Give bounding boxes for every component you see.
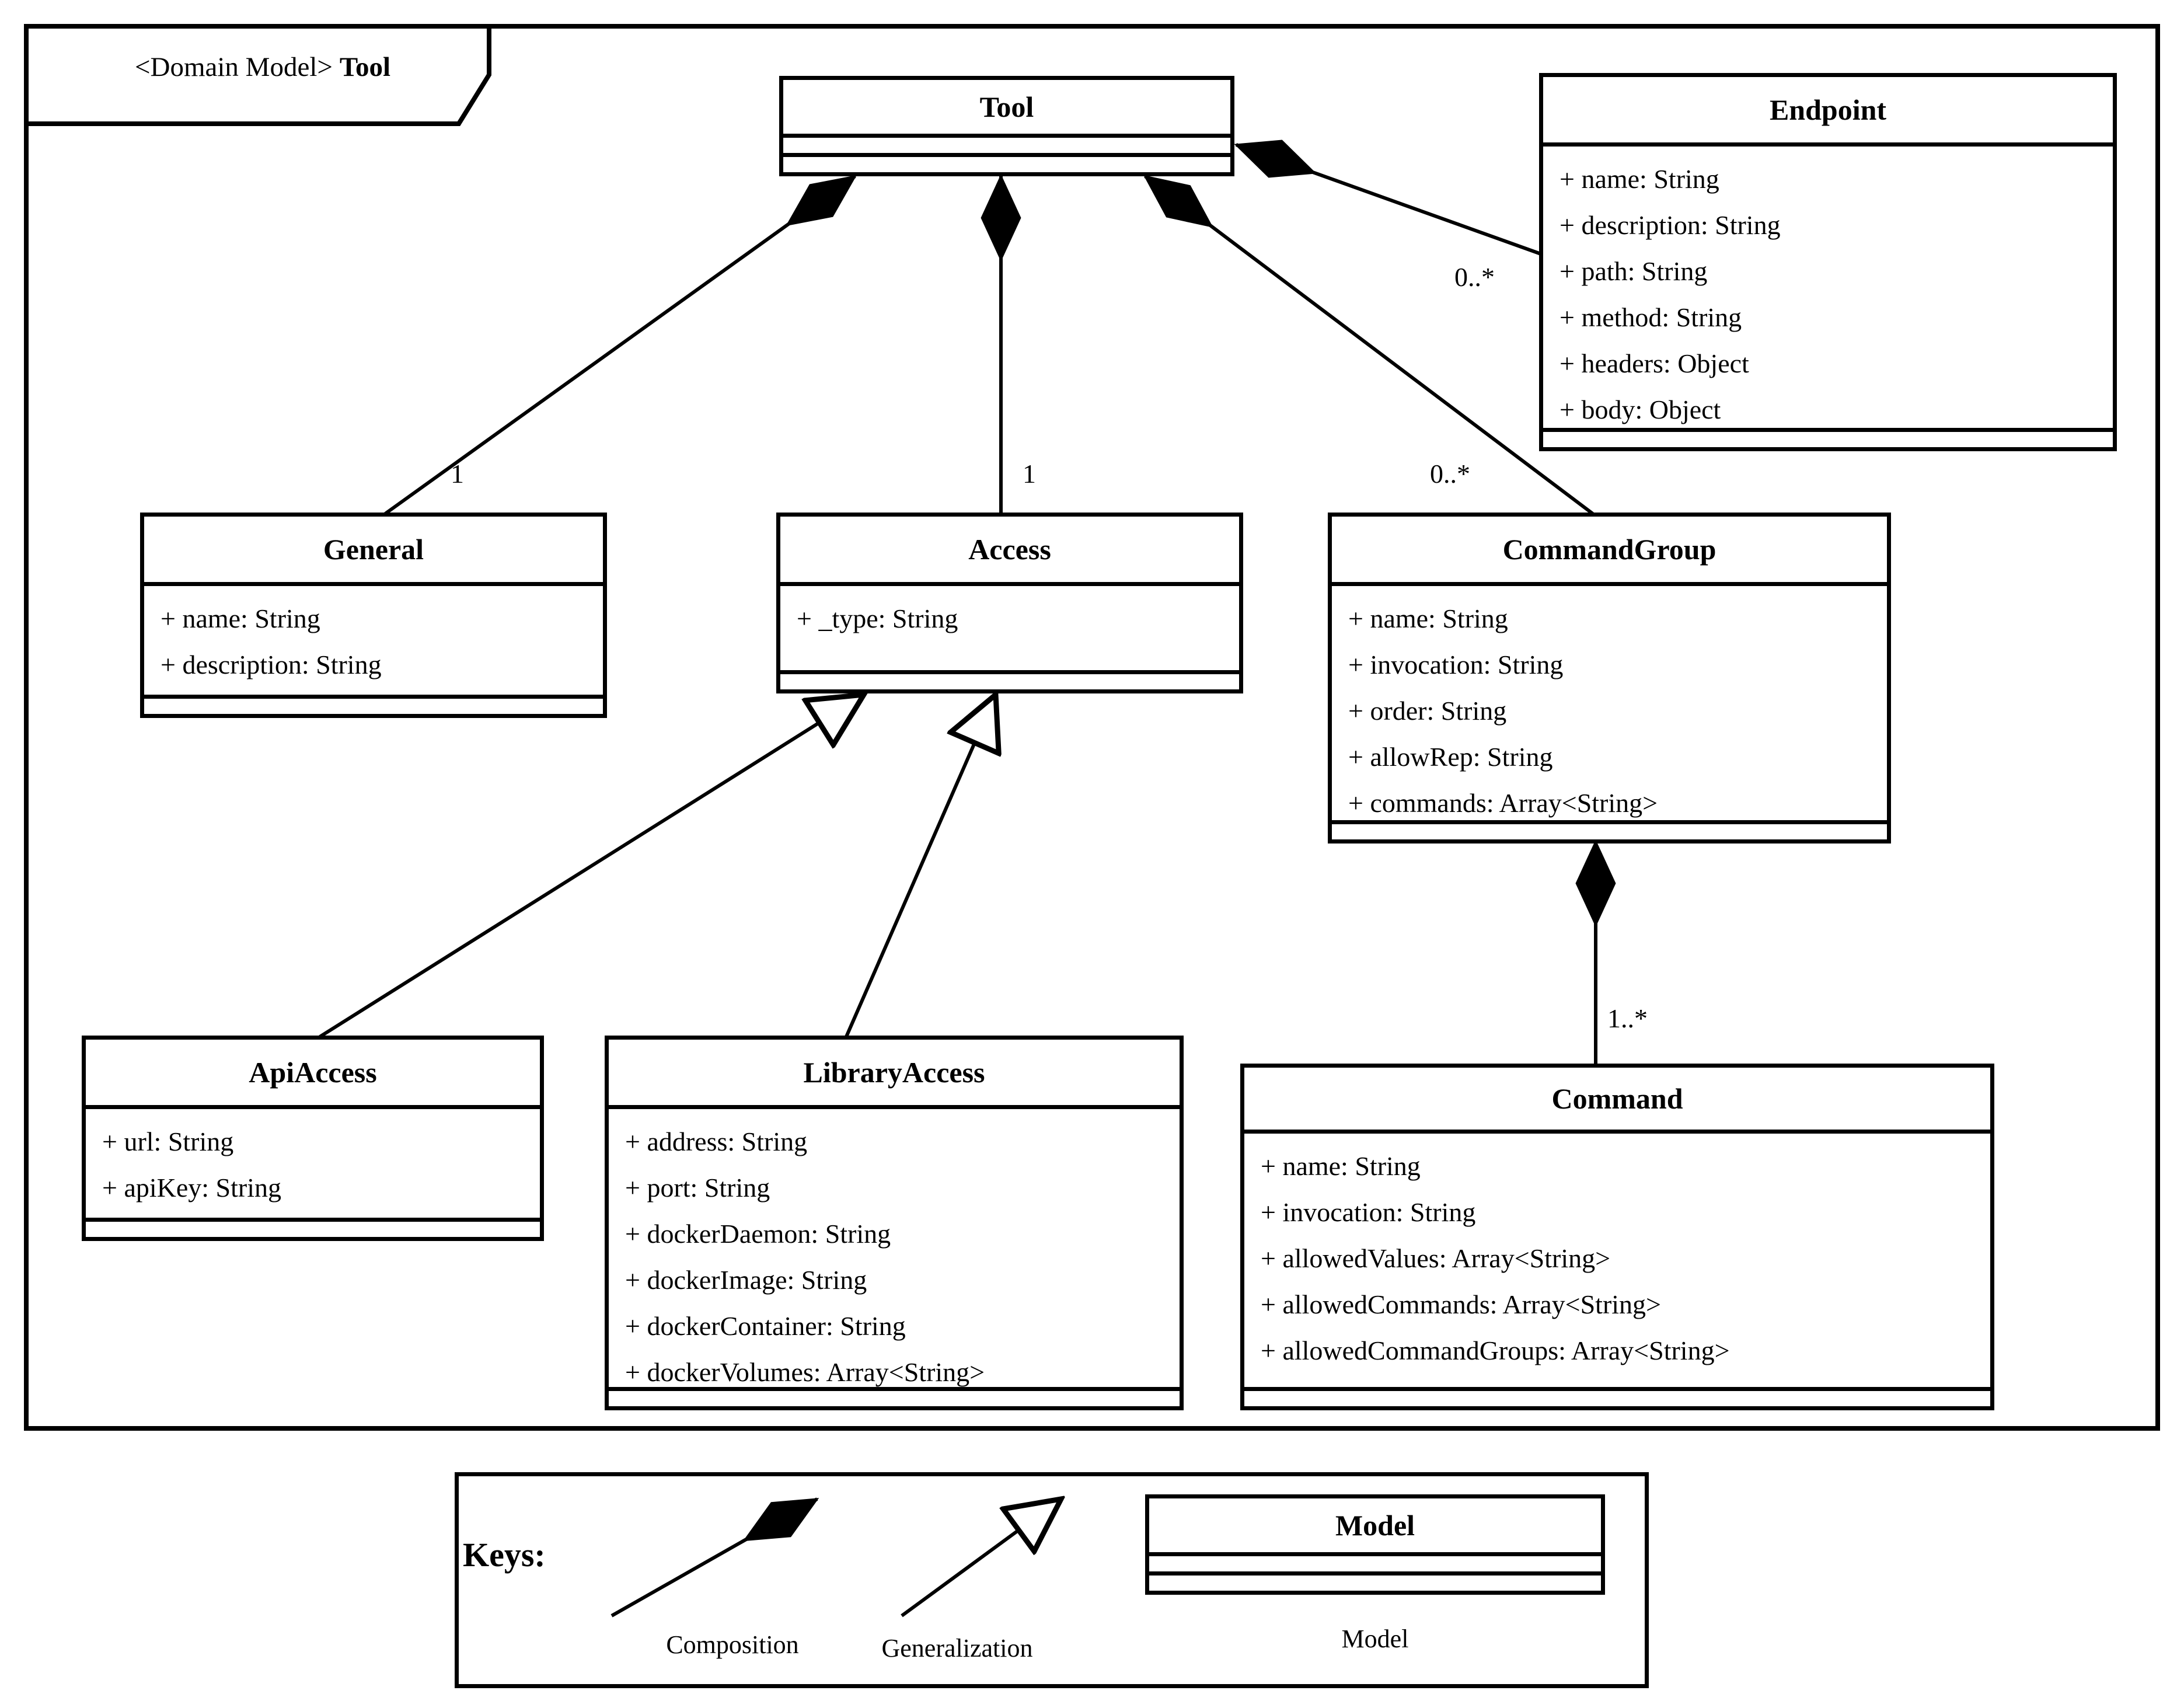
multiplicity-tool-commandgroup: 0..*	[1430, 459, 1470, 489]
attribute-row: + name: String	[1559, 164, 1719, 194]
attribute-row: + _type: String	[797, 604, 958, 633]
class-endpoint: Endpoint + name: String + description: St…	[1539, 73, 2117, 451]
diagram-title-prefix: <Domain Model>	[135, 52, 333, 82]
attribute-row: + name: String	[161, 604, 320, 633]
class-access-empty-operations	[780, 674, 1239, 689]
class-access-attributes: + _type: String	[780, 586, 1239, 674]
legend-model-box-title: Model	[1149, 1498, 1601, 1556]
class-tool-empty-attributes	[783, 138, 1230, 153]
legend-model-empty-attributes	[1149, 1556, 1601, 1571]
multiplicity-commandgroup-command: 1..*	[1607, 1003, 1648, 1033]
diagram-frame	[24, 24, 2160, 1431]
attribute-row: + commands: Array<String>	[1348, 788, 1658, 818]
legend-title: Keys:	[463, 1536, 546, 1574]
class-access: Access + _type: String	[776, 513, 1243, 693]
class-command: Command + name: String + invocation: Stri…	[1240, 1064, 1994, 1410]
attribute-row: + dockerContainer: String	[625, 1311, 906, 1341]
legend-composition-label: Composition	[666, 1630, 799, 1659]
class-command-title: Command	[1244, 1068, 1990, 1134]
attribute-row: + port: String	[625, 1173, 770, 1202]
attribute-row: + headers: Object	[1559, 348, 1749, 378]
class-command-attributes: + name: String + invocation: String + allo…	[1244, 1134, 1990, 1391]
attribute-row: + allowedValues: Array<String>	[1261, 1243, 1611, 1273]
class-general: General + name: String + description: Str…	[140, 513, 607, 718]
class-commandgroup-title: CommandGroup	[1332, 517, 1887, 586]
class-endpoint-empty-operations	[1543, 432, 2113, 447]
attribute-row: + invocation: String	[1348, 650, 1564, 679]
class-apiaccess-attributes: + url: String + apiKey: String	[86, 1109, 540, 1222]
attribute-row: + dockerImage: String	[625, 1265, 867, 1295]
diagram-title-name: Tool	[339, 52, 390, 82]
attribute-row: + invocation: String	[1261, 1197, 1476, 1227]
attribute-row: + description: String	[161, 650, 382, 679]
attribute-row: + name: String	[1348, 604, 1508, 633]
class-access-title: Access	[780, 517, 1239, 586]
class-libraryaccess-attributes: + address: String + port: String + dockerD…	[609, 1109, 1180, 1391]
class-apiaccess-empty-operations	[86, 1222, 540, 1237]
attribute-row: + name: String	[1261, 1151, 1421, 1181]
attribute-row: + method: String	[1559, 302, 1742, 332]
class-commandgroup-attributes: + name: String + invocation: String + orde…	[1332, 586, 1887, 824]
class-libraryaccess: LibraryAccess + address: String + port: S…	[605, 1036, 1184, 1410]
multiplicity-tool-general: 1	[451, 459, 464, 489]
class-apiaccess: ApiAccess + url: String + apiKey: String	[82, 1036, 544, 1241]
class-tool-empty-operations	[783, 153, 1230, 172]
attribute-row: + dockerVolumes: Array<String>	[625, 1357, 985, 1387]
legend-model-label: Model	[1341, 1625, 1409, 1653]
attribute-row: + description: String	[1559, 210, 1781, 240]
attribute-row: + path: String	[1559, 256, 1708, 286]
class-tool-title: Tool	[783, 80, 1230, 138]
class-commandgroup: CommandGroup + name: String + invocation:…	[1328, 513, 1891, 843]
class-general-title: General	[144, 517, 603, 586]
class-general-attributes: + name: String + description: String	[144, 586, 603, 699]
legend-model-empty-operations	[1149, 1571, 1601, 1591]
legend-model-box: Model	[1145, 1494, 1605, 1595]
multiplicity-tool-access: 1	[1023, 459, 1036, 489]
diagram-title: <Domain Model>Tool	[76, 51, 449, 83]
class-apiaccess-title: ApiAccess	[86, 1040, 540, 1109]
attribute-row: + dockerDaemon: String	[625, 1219, 891, 1249]
attribute-row: + allowRep: String	[1348, 742, 1553, 772]
attribute-row: + apiKey: String	[102, 1173, 282, 1202]
attribute-row: + allowedCommands: Array<String>	[1261, 1289, 1661, 1319]
attribute-row: + body: Object	[1559, 395, 1721, 424]
class-tool: Tool	[779, 76, 1234, 176]
attribute-row: + allowedCommandGroups: Array<String>	[1261, 1336, 1730, 1365]
attribute-row: + address: String	[625, 1127, 808, 1156]
class-endpoint-attributes: + name: String + description: String + pat…	[1543, 147, 2113, 432]
attribute-row: + order: String	[1348, 696, 1507, 726]
multiplicity-tool-endpoint: 0..*	[1454, 262, 1495, 292]
class-libraryaccess-title: LibraryAccess	[609, 1040, 1180, 1109]
class-commandgroup-empty-operations	[1332, 824, 1887, 839]
legend-frame	[455, 1472, 1649, 1688]
legend-generalization-label: Generalization	[881, 1634, 1033, 1662]
attribute-row: + url: String	[102, 1127, 234, 1156]
class-command-empty-operations	[1244, 1391, 1990, 1406]
class-libraryaccess-empty-operations	[609, 1391, 1180, 1406]
class-endpoint-title: Endpoint	[1543, 77, 2113, 147]
class-general-empty-operations	[144, 699, 603, 714]
